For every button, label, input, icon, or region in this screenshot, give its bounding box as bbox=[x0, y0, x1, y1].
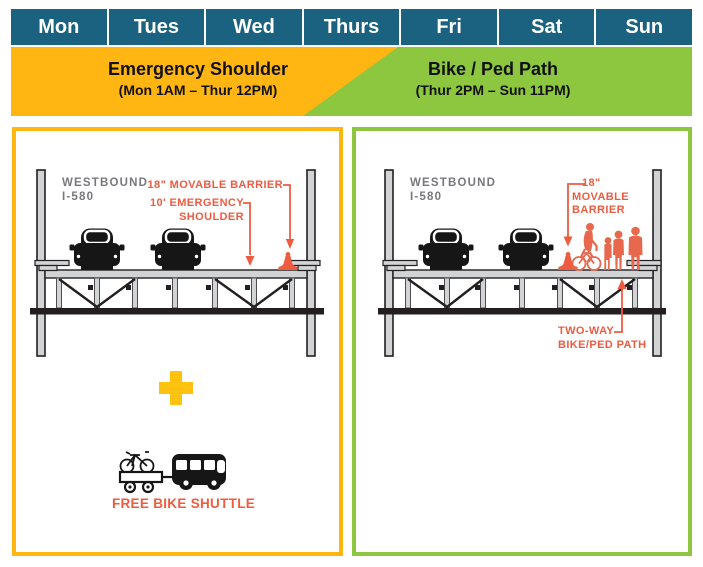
barrier-label-line2: MOVABLE bbox=[572, 190, 629, 203]
barrier-label: 18" MOVABLE BARRIER bbox=[147, 179, 283, 191]
period-title: Emergency Shoulder bbox=[107, 59, 289, 79]
shoulder-arrow-down-icon bbox=[243, 202, 255, 266]
bike-shuttle-icon bbox=[118, 451, 226, 494]
road-number: I-580 bbox=[62, 191, 95, 203]
pedestrians-icon bbox=[604, 226, 643, 270]
path-label-line1: TWO-WAY bbox=[558, 325, 615, 337]
bridge-cross-section-right bbox=[378, 169, 666, 357]
plus-icon bbox=[159, 371, 193, 405]
day-cell-wed: Wed bbox=[206, 9, 302, 45]
road-label: WESTBOUND I-580 bbox=[410, 176, 496, 204]
emergency-shoulder-panel: WESTBOUND I-580 18" MOVABLE BARRIER 10' … bbox=[12, 127, 343, 556]
schedule-band: Emergency Shoulder (Mon 1AM – Thur 12PM)… bbox=[11, 47, 692, 116]
car-icon bbox=[417, 227, 475, 272]
shuttle-caption: FREE BIKE SHUTTLE bbox=[111, 496, 256, 511]
shoulder-label-line2: SHOULDER bbox=[179, 210, 244, 223]
barrier-label-line3: BARRIER bbox=[572, 204, 625, 216]
barrier-label: 18" MOVABLE BARRIER bbox=[572, 177, 629, 218]
bike-ped-period: Bike / Ped Path (Thur 2PM – Sun 11PM) bbox=[333, 58, 653, 99]
day-cell-mon: Mon bbox=[11, 9, 107, 45]
car-icon bbox=[149, 227, 207, 272]
period-time: (Mon 1AM – Thur 12PM) bbox=[118, 82, 278, 98]
barrier-arrow-down-icon bbox=[283, 184, 295, 249]
cyclist-icon bbox=[571, 223, 602, 271]
road-name: WESTBOUND bbox=[410, 177, 497, 189]
car-icon bbox=[497, 227, 555, 272]
bike-ped-panel: WESTBOUND I-580 18" MOVABLE BARRIER TWO-… bbox=[352, 127, 692, 556]
shoulder-label: 10' EMERGENCY SHOULDER bbox=[150, 197, 244, 224]
day-cell-tues: Tues bbox=[108, 9, 205, 45]
bridge-deck bbox=[392, 269, 654, 279]
road-name: WESTBOUND bbox=[62, 177, 149, 189]
car-icon bbox=[68, 227, 126, 272]
road-number: I-580 bbox=[410, 191, 443, 203]
road-label: WESTBOUND I-580 bbox=[62, 176, 148, 204]
deck-curb bbox=[382, 259, 662, 272]
bridge-truss bbox=[30, 277, 324, 315]
shoulder-label-line1: 10' EMERGENCY bbox=[149, 197, 244, 209]
period-time: (Thur 2PM – Sun 11PM) bbox=[415, 82, 571, 98]
weekday-header: Mon Tues Wed Thurs Fri Sat Sun bbox=[11, 9, 693, 45]
path-label-line2: BIKE/PED PATH bbox=[558, 338, 647, 351]
path-arrow-up-icon bbox=[614, 279, 627, 333]
bridge-deck bbox=[44, 269, 308, 279]
day-cell-fri: Fri bbox=[401, 9, 497, 45]
bridge-cross-section-left bbox=[30, 169, 324, 494]
barrier-label-line1: 18" bbox=[582, 177, 601, 189]
day-cell-thurs: Thurs bbox=[303, 9, 400, 45]
day-cell-sun: Sun bbox=[596, 9, 693, 45]
path-label: TWO-WAY BIKE/PED PATH bbox=[558, 325, 647, 352]
period-title: Bike / Ped Path bbox=[427, 59, 559, 79]
day-cell-sat: Sat bbox=[498, 9, 595, 45]
emergency-shoulder-period: Emergency Shoulder (Mon 1AM – Thur 12PM) bbox=[33, 58, 363, 99]
barrier-arrow-down-icon bbox=[563, 183, 586, 247]
